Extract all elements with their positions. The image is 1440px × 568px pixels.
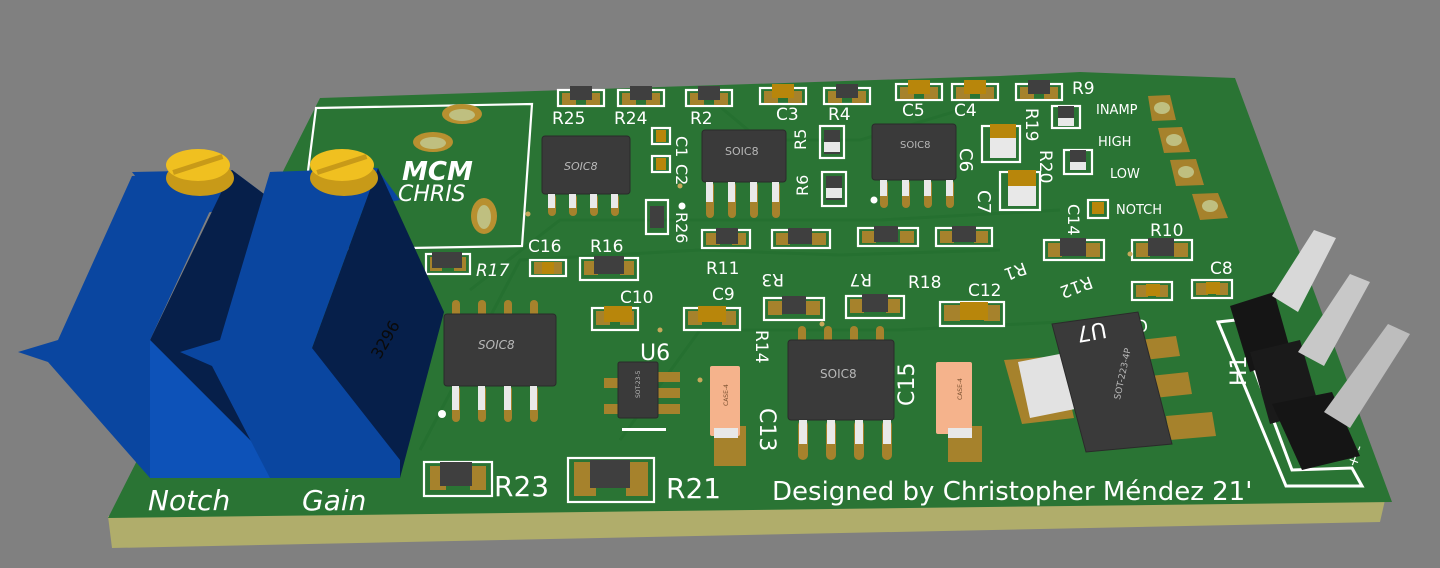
label-c4: C4 (954, 101, 977, 121)
svg-text:CASE-4: CASE-4 (957, 378, 964, 400)
ic-soic8-3: SOIC8 (871, 123, 957, 208)
label-c16: C16 (528, 237, 562, 257)
label-c15: C15 (895, 363, 920, 406)
label-u6: U6 (640, 341, 670, 366)
potentiometer-gain[interactable]: 3296 (180, 149, 444, 478)
mounting-slot-hole (477, 205, 491, 229)
test-point-notch[interactable]: NOTCH (1116, 193, 1228, 220)
pin1-dot (438, 410, 446, 418)
label-c5: C5 (902, 101, 925, 121)
label-r9: R9 (1072, 79, 1095, 99)
label-c3: C3 (776, 105, 799, 125)
label-r14: R14 (751, 330, 771, 363)
label-h1: H1 (1227, 355, 1252, 386)
vias (525, 183, 1133, 383)
pin1-dot (678, 202, 686, 210)
cap-c15-tantalum: CASE-4 (936, 362, 982, 462)
ic-u7-sot223: SOT-223-4P (1004, 311, 1216, 453)
logo-mcm: MCM (402, 157, 473, 187)
label-r20: R20 (1035, 150, 1055, 183)
svg-text:SOIC8: SOIC8 (900, 140, 931, 151)
test-point-high[interactable]: HIGH (1098, 127, 1190, 153)
svg-text:CASE-4: CASE-4 (723, 384, 730, 406)
label-r24: R24 (614, 109, 647, 129)
label-c9: C9 (712, 285, 735, 305)
cap-c1 (656, 130, 666, 142)
label-c8: C8 (1210, 259, 1233, 279)
cap-c13-tantalum: CASE-4 (710, 366, 746, 466)
label-r26: R26 (672, 212, 691, 243)
label-r10: R10 (1150, 221, 1183, 241)
ic-soic8-2: SOIC8 (701, 129, 787, 218)
label-r25: R25 (552, 109, 585, 129)
pin1-dot (870, 196, 878, 204)
svg-text:SOT-23-5: SOT-23-5 (635, 370, 642, 398)
res-r21 (566, 456, 656, 504)
cap-c14 (1092, 202, 1104, 214)
label-c10: C10 (620, 288, 654, 308)
ic-u6-sot23-5: SOT-23-5 (604, 361, 680, 431)
mounting-slot-hole (420, 137, 446, 149)
label-header-plus: + (1345, 453, 1364, 469)
svg-text:LOW: LOW (1110, 167, 1140, 182)
mid-row-components (424, 226, 1234, 332)
ic-soic8-1: SOIC8 (541, 135, 631, 216)
label-c14: C14 (1064, 204, 1083, 236)
label-r16: R16 (590, 237, 623, 257)
label-r17: R17 (476, 261, 510, 281)
label-r5: R5 (791, 129, 810, 150)
label-r4: R4 (828, 105, 851, 125)
logo-chris: CHRIS (398, 182, 466, 207)
label-pot-gain: Gain (302, 484, 366, 517)
svg-text:HIGH: HIGH (1098, 135, 1131, 150)
svg-text:SOIC8: SOIC8 (564, 160, 598, 173)
label-r11: R11 (706, 259, 739, 279)
label-c12: C12 (968, 281, 1002, 301)
label-r21: R21 (666, 472, 721, 505)
svg-text:INAMP: INAMP (1096, 103, 1138, 118)
label-c2: C2 (672, 164, 691, 185)
label-r23: R23 (494, 470, 549, 503)
label-c6: C6 (955, 148, 976, 172)
label-r19: R19 (1021, 108, 1041, 141)
mounting-slot-hole (449, 109, 475, 121)
credit-text: Designed by Christopher Méndez 21' (772, 477, 1252, 507)
label-header-minus: - (1351, 443, 1368, 453)
label-c7: C7 (973, 190, 994, 214)
label-r18: R18 (908, 273, 941, 293)
ic-soic8-5: SOIC8 (787, 326, 895, 460)
label-r6: R6 (793, 175, 812, 196)
top-row-components (556, 80, 1064, 108)
header-h1[interactable] (1215, 230, 1410, 488)
svg-text:SOIC8: SOIC8 (478, 338, 515, 352)
svg-text:NOTCH: NOTCH (1116, 203, 1162, 218)
label-pot-notch: Notch (148, 484, 230, 517)
label-c13: C13 (754, 408, 779, 451)
label-r2: R2 (690, 109, 713, 129)
svg-text:SOIC8: SOIC8 (725, 145, 759, 158)
cap-c2 (656, 158, 666, 170)
test-point-inamp[interactable]: INAMP (1096, 95, 1176, 121)
test-point-low[interactable]: LOW (1110, 159, 1204, 186)
res-r26 (650, 206, 664, 228)
label-r3: R3 (761, 269, 784, 289)
res-r23 (422, 460, 494, 498)
label-r7: R7 (849, 269, 872, 289)
label-u7: U7 (1074, 316, 1108, 346)
svg-text:SOIC8: SOIC8 (820, 367, 857, 381)
ic-soic8-4: SOIC8 (443, 300, 557, 422)
label-c1: C1 (672, 136, 691, 157)
